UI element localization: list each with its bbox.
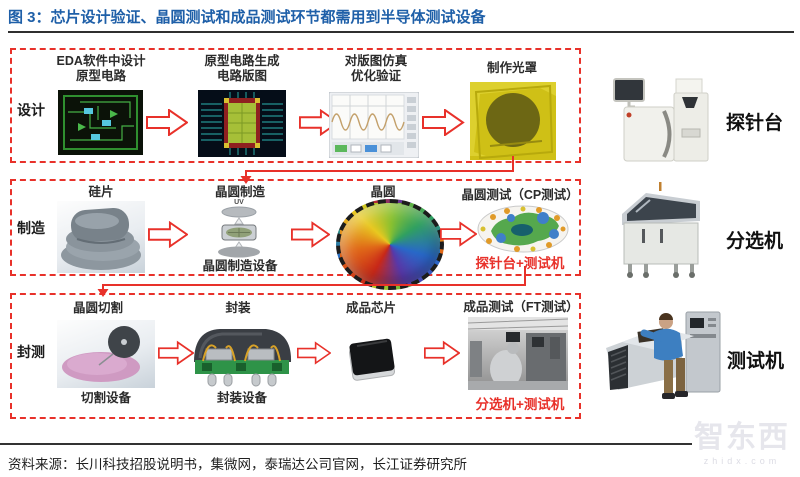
- flow-arrow-icon: [291, 221, 330, 248]
- watermark-domain-text: zhidx.com: [703, 456, 781, 466]
- handler-label: 分选机: [726, 231, 784, 252]
- prober-illustration: [613, 78, 709, 162]
- lithography-illustration: [218, 206, 260, 258]
- flow-arrow-icon: [297, 341, 331, 365]
- waferfab-equipment-caption: 晶圆制造设备: [202, 259, 278, 273]
- eda-schematic-image: [58, 90, 143, 155]
- rainbow-wafer-image: [336, 199, 444, 290]
- design-row-label: 设计: [17, 102, 45, 118]
- fab-row-label: 制造: [17, 220, 45, 236]
- prober-equipment-image: [612, 73, 710, 166]
- packaging-equipment-caption: 封装设备: [216, 391, 267, 405]
- finished-chip-image: [343, 336, 401, 383]
- package-row-label: 封测: [17, 344, 45, 360]
- wafer-step-caption: 晶圆: [370, 185, 396, 199]
- tester-label: 测试机: [727, 351, 785, 372]
- package-section-image: [190, 324, 294, 388]
- photomask-illustration: [470, 82, 556, 160]
- watermark-logo-text: 智东西: [694, 421, 790, 454]
- handler-illustration: [622, 182, 700, 278]
- footer-divider: [0, 443, 692, 445]
- flow-arrow-icon: [146, 109, 188, 136]
- wafer-dicing-image: [57, 320, 155, 388]
- tester-illustration: [606, 311, 721, 399]
- mask-step-caption: 制作光罩: [486, 61, 537, 75]
- handler-equipment-image: [616, 180, 704, 280]
- flow-arrow-icon: [148, 221, 188, 248]
- flow-arrow-icon: [158, 340, 194, 366]
- tester-equipment-image: [602, 300, 724, 403]
- chip-layout-image: [198, 90, 286, 157]
- figure-title: 图 3：芯片设计验证、晶圆测试和成品测试环节都需用到半导体测试设备: [8, 9, 486, 26]
- flow-arrow-icon: [422, 109, 465, 136]
- fttest-step-caption: 成品测试（FT测试）: [463, 300, 579, 314]
- wafer-dicing-illustration: [62, 326, 140, 382]
- dicing-equipment-caption: 切割设备: [80, 391, 131, 405]
- cptest-equipment-note: 探针台+测试机: [475, 256, 565, 271]
- package-test-stage-box: [10, 293, 581, 419]
- finished-chip-illustration: [348, 338, 396, 381]
- chip-step-caption: 成品芯片: [345, 301, 396, 315]
- eda-step-caption: EDA软件中设计 原型电路: [56, 54, 146, 83]
- packaging-step-caption: 封装: [225, 301, 251, 315]
- fttest-equipment-note: 分选机+测试机: [475, 397, 565, 412]
- watermark: 智东西 zhidx.com: [688, 412, 796, 466]
- photomask-image: [470, 82, 556, 160]
- verify-step-caption: 对版图仿真 优化验证: [344, 54, 408, 83]
- silicon-wafer-illustration: [61, 208, 141, 270]
- package-section-illustration: [194, 329, 292, 387]
- layout-step-caption: 原型电路生成 电路版图: [204, 54, 280, 83]
- final-test-photo: [468, 317, 568, 390]
- flow-arrow-icon: [424, 340, 460, 366]
- waferfab-step-caption: 晶圆制造: [214, 185, 265, 199]
- uv-label: UV: [234, 199, 244, 206]
- wafer-map-image: [477, 205, 569, 253]
- oscilloscope-illustration: [329, 92, 419, 158]
- cptest-step-caption: 晶圆测试（CP测试）: [461, 188, 579, 202]
- prober-label: 探针台: [726, 113, 784, 134]
- flow-arrow-icon: [440, 221, 477, 247]
- chip-layout-illustration: [198, 90, 286, 157]
- simulation-screen-image: [329, 92, 419, 158]
- source-note: 资料来源：长川科技招股说明书，集微网，泰瑞达公司官网，长江证券研究所: [8, 457, 467, 472]
- lithography-image: [214, 206, 264, 258]
- final-test-illustration: [468, 317, 568, 390]
- eda-schematic-illustration: [58, 90, 143, 155]
- title-divider: [8, 31, 794, 33]
- wafer-map-illustration: [477, 205, 569, 253]
- silicon-wafer-image: [57, 201, 145, 273]
- dicing-step-caption: 晶圆切割: [72, 301, 123, 315]
- silicon-step-caption: 硅片: [88, 185, 114, 199]
